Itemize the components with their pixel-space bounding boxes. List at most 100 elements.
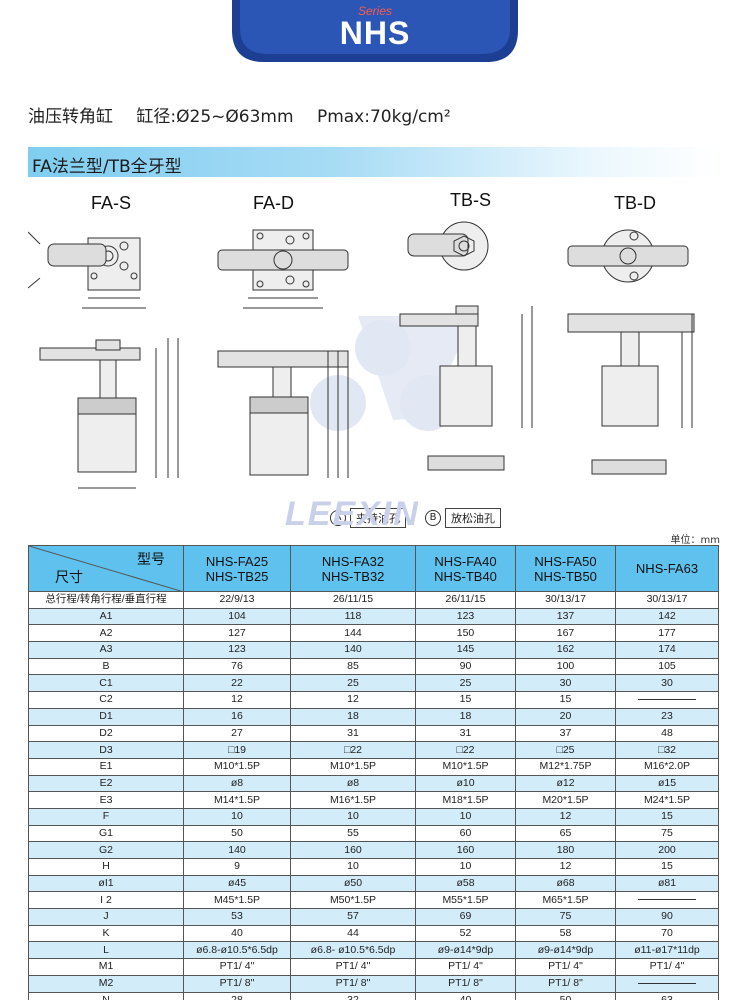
table-cell: M20*1.5P xyxy=(515,791,616,809)
table-cell: 30/13/17 xyxy=(515,591,616,609)
row-dimension-name: E1 xyxy=(28,757,184,776)
table-cell: 123 xyxy=(183,641,291,659)
table-cell: □32 xyxy=(615,741,719,759)
table-cell: 76 xyxy=(183,657,291,676)
table-cell: ø81 xyxy=(615,874,719,893)
table-cell: 9 xyxy=(183,858,291,876)
table-cell: M14*1.5P xyxy=(183,791,291,809)
row-dimension-name: H xyxy=(28,858,184,876)
table-cell: 32 xyxy=(290,991,416,1000)
table-cell: 58 xyxy=(515,924,616,943)
table-cell: 15 xyxy=(615,858,719,876)
table-cell: 160 xyxy=(290,841,416,859)
diagram-label-fa-s: FA-S xyxy=(91,193,132,213)
table-cell: 31 xyxy=(415,724,516,743)
table-cell: 15 xyxy=(515,691,616,709)
table-cell: 160 xyxy=(415,841,516,859)
series-name: NHS xyxy=(339,15,411,51)
legend-a-mark: A xyxy=(330,510,346,526)
row-dimension-name: øI1 xyxy=(28,874,184,893)
table-cell: ø8 xyxy=(290,774,416,793)
table-cell: PT1/ 8" xyxy=(290,974,416,993)
table-cell: M10*1.5P xyxy=(290,757,416,776)
table-cell: 55 xyxy=(290,824,416,843)
table-cell: ø12 xyxy=(515,774,616,793)
row-dimension-name: C2 xyxy=(28,691,184,709)
table-cell: 90 xyxy=(415,657,516,676)
table-cell: M45*1.5P xyxy=(183,891,291,910)
table-cell: 60 xyxy=(415,824,516,843)
table-cell: 75 xyxy=(515,908,616,926)
table-cell: 50 xyxy=(515,991,616,1000)
table-cell: 28 xyxy=(183,991,291,1000)
table-cell: 25 xyxy=(415,674,516,693)
table-cell: PT1/ 4" xyxy=(290,958,416,976)
table-cell: 23 xyxy=(615,707,719,726)
table-cell: 177 xyxy=(615,624,719,643)
table-cell: 30 xyxy=(515,674,616,693)
table-cell: 140 xyxy=(183,841,291,859)
table-cell: 162 xyxy=(515,641,616,659)
product-subtitle: 油压转角缸 缸径:Ø25~Ø63mm Pmax:70kg/cm² xyxy=(28,102,469,127)
tb-s-side-view xyxy=(399,305,533,471)
row-dimension-name: M2 xyxy=(28,974,184,993)
table-cell: 140 xyxy=(290,641,416,659)
table-cell: 63 xyxy=(615,991,719,1000)
diagram-label-tb-d: TB-D xyxy=(614,193,656,213)
table-cell: ø15 xyxy=(615,774,719,793)
fa-s-side-view xyxy=(39,338,179,489)
series-label: Series xyxy=(357,4,392,18)
table-cell: 31 xyxy=(290,724,416,743)
table-cell: ø10 xyxy=(415,774,516,793)
table-cell: 18 xyxy=(415,707,516,726)
fa-s-top-view xyxy=(28,231,146,309)
table-cell: M55*1.5P xyxy=(415,891,516,910)
type-header-bar: FA法兰型/TB全牙型 xyxy=(28,147,718,177)
row-dimension-name: K xyxy=(28,924,184,943)
table-cell: M12*1.75P xyxy=(515,757,616,776)
table-row: D3□19□22□22□25□32 xyxy=(28,741,719,759)
table-cell: ø68 xyxy=(515,874,616,893)
table-cell: 15 xyxy=(415,691,516,709)
table-cell: 30 xyxy=(615,674,719,693)
header-dimension-label: 尺寸 xyxy=(55,569,83,585)
table-cell: PT1/ 4" xyxy=(515,958,616,976)
table-cell: 10 xyxy=(415,858,516,876)
unit-label: 单位：mm xyxy=(670,535,720,546)
type-header-label: FA法兰型/TB全牙型 xyxy=(32,157,182,177)
table-cell: 40 xyxy=(415,991,516,1000)
table-cell: 85 xyxy=(290,657,416,676)
table-cell: 10 xyxy=(290,858,416,876)
table-cell: 69 xyxy=(415,908,516,926)
table-cell: 104 xyxy=(183,607,291,626)
row-dimension-name: D3 xyxy=(28,741,184,759)
row-dimension-name: A2 xyxy=(28,624,184,643)
table-cell: 16 xyxy=(183,707,291,726)
table-cell: 20 xyxy=(515,707,616,726)
table-cell: 30/13/17 xyxy=(615,591,719,609)
table-cell: 90 xyxy=(615,908,719,926)
table-cell: M18*1.5P xyxy=(415,791,516,809)
table-cell: M16*2.0P xyxy=(615,757,719,776)
table-cell: 48 xyxy=(615,724,719,743)
table-cell: □22 xyxy=(415,741,516,759)
row-dimension-name: J xyxy=(28,908,184,926)
diagram-label-fa-d: FA-D xyxy=(253,193,295,213)
table-cell: ø45 xyxy=(183,874,291,893)
table-cell: 142 xyxy=(615,607,719,626)
table-cell: 22/9/13 xyxy=(183,591,291,609)
table-cell: ø6.8- ø10.5*6.5dp xyxy=(290,941,416,960)
